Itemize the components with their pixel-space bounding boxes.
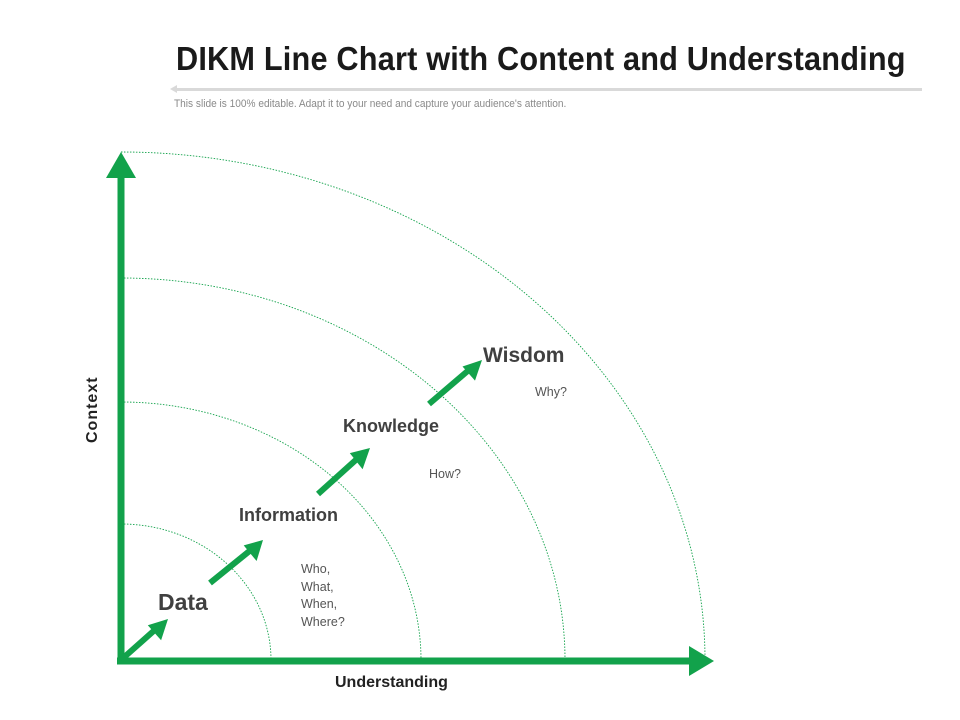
stage-label-information: Information	[239, 505, 338, 525]
arrow-to-data-icon	[119, 619, 168, 663]
understanding-arcs	[120, 151, 706, 661]
question-why: Why?	[535, 385, 567, 399]
arc-4	[120, 151, 706, 661]
y-axis-label: Context	[84, 376, 101, 443]
arrow-to-knowledge-icon	[315, 448, 370, 497]
x-axis-label: Understanding	[335, 674, 448, 691]
question-when: When,	[301, 597, 338, 611]
arc-3	[120, 277, 566, 661]
x-axis-arrowhead-icon	[689, 646, 714, 676]
y-axis-arrowhead-icon	[106, 152, 136, 178]
stage-label-wisdom: Wisdom	[483, 344, 565, 367]
question-how: How?	[429, 467, 461, 481]
question-who: Who,	[301, 562, 331, 576]
question-where: Where?	[301, 614, 345, 629]
axes	[106, 152, 714, 676]
arrow-to-information-icon	[208, 540, 263, 586]
progression-arrows	[119, 360, 482, 663]
slide-subtitle: This slide is 100% editable. Adapt it to…	[174, 98, 567, 110]
title-divider	[170, 85, 922, 93]
question-what: What,	[301, 579, 334, 594]
slide-title: DIKM Line Chart with Content and Underst…	[176, 40, 906, 77]
questions-data: Who, What, When, Where?	[301, 561, 345, 631]
arrow-to-wisdom-icon	[427, 360, 482, 407]
stage-label-data: Data	[158, 589, 208, 615]
stage-label-knowledge: Knowledge	[343, 416, 440, 436]
arc-2	[120, 401, 422, 661]
